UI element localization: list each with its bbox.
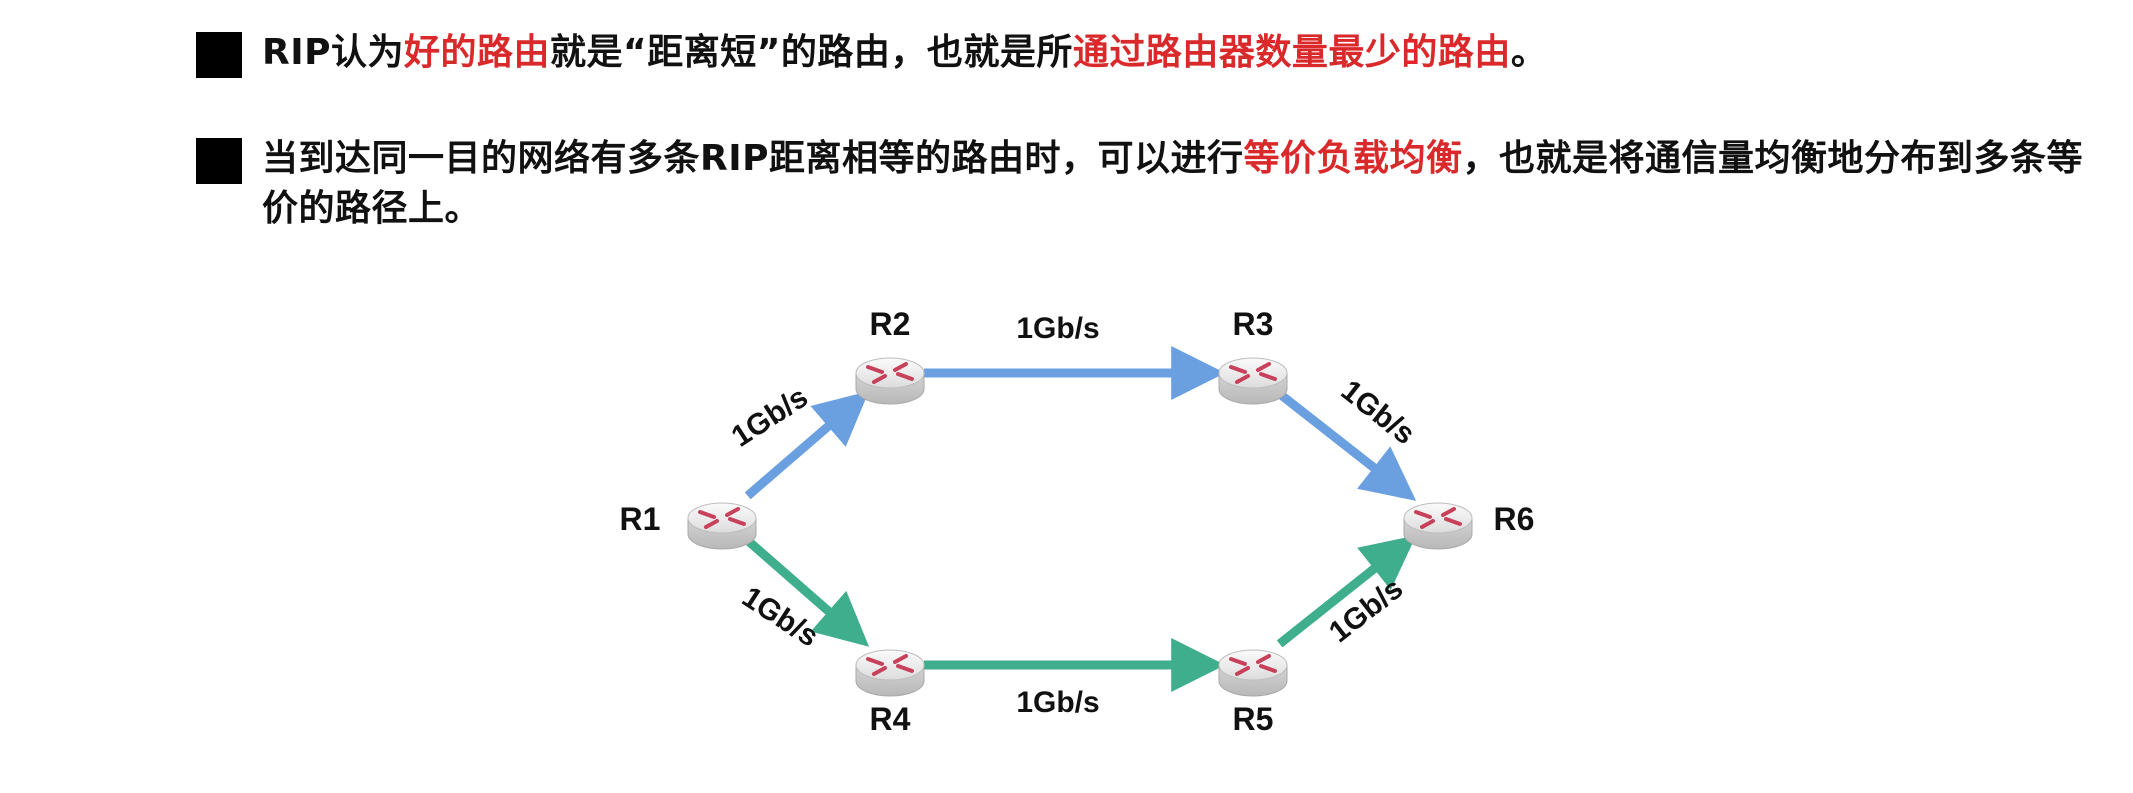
bullet-text-2: 当到达同一目的网络有多条RIP距离相等的路由时，可以进行等价负载均衡，也就是将通… (262, 134, 2092, 234)
router-label-r3: R3 (1233, 306, 1274, 342)
router-label-r4: R4 (870, 701, 911, 737)
highlighted-text: 通过路由器数量最少的路由 (1072, 32, 1511, 73)
link-arrow-r5-r6 (1276, 535, 1417, 648)
highlighted-text: 等价负载均衡 (1243, 138, 1463, 179)
link-label-r5-r6: 1Gb/s (1323, 572, 1409, 649)
router-label-r5: R5 (1233, 701, 1274, 737)
bullet-square-icon (196, 32, 242, 78)
bullet-text-segment: ，也就是将通信量均衡地分布到多条等价的路径上。 (262, 138, 2084, 229)
bullet-text-segment: 当到达同一目的网络有多条RIP距离相等的路由时，可以进行 (262, 138, 1244, 179)
router-label-r2: R2 (870, 306, 911, 342)
bullet-text-segment: 。 (1510, 32, 1548, 73)
router-icon-r6 (1403, 502, 1473, 550)
router-icon-r2 (855, 357, 925, 405)
link-arrow-r1-r2 (744, 391, 869, 500)
router-label-r6: R6 (1494, 501, 1535, 537)
link-label-r2-r3: 1Gb/s (1016, 312, 1099, 345)
bullet-text-segment: RIP认为 (262, 32, 405, 73)
highlighted-text: 好的路由 (404, 32, 551, 73)
bullet-text-1: RIP认为好的路由就是“距离短”的路由，也就是所通过路由器数量最少的路由。 (262, 28, 2092, 78)
router-icon-r5 (1218, 649, 1288, 697)
link-arrow-r1-r4 (744, 537, 870, 647)
bullet-item-2: 当到达同一目的网络有多条RIP距离相等的路由时，可以进行等价负载均衡，也就是将通… (196, 134, 2092, 234)
link-label-r4-r5: 1Gb/s (1016, 686, 1099, 719)
link-label-r3-r6: 1Gb/s (1335, 374, 1421, 451)
link-arrow-r3-r6 (1276, 390, 1417, 501)
router-icon-r3 (1218, 357, 1288, 405)
router-label-r1: R1 (620, 501, 661, 537)
link-label-r1-r2: 1Gb/s (726, 380, 814, 453)
router-icon-r1 (687, 502, 757, 550)
bullet-item-1: RIP认为好的路由就是“距离短”的路由，也就是所通过路由器数量最少的路由。 (196, 28, 2092, 78)
bullet-square-icon (196, 138, 242, 184)
bullet-text-segment: 就是“距离短”的路由，也就是所 (550, 32, 1073, 73)
router-icon-r4 (855, 649, 925, 697)
